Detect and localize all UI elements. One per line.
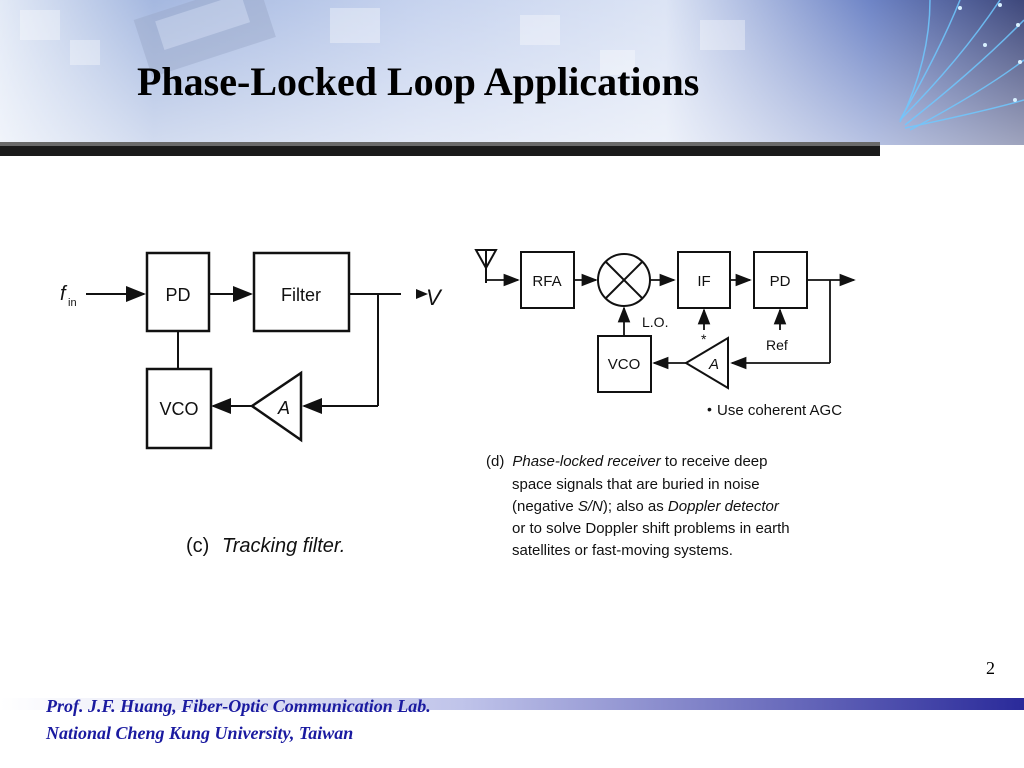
receiver-svg: RFA IF PD A VCO L.O. * Ref • Use c [466,238,868,570]
lo-label: L.O. [642,314,668,330]
tracking-filter-diagram: f in PD Filter A VCO (c) Tracking filter… [56,228,441,578]
note-text: Use coherent AGC [717,402,842,419]
caption-d-line4: or to solve Doppler shift problems in ea… [512,520,790,537]
pd-label-d: PD [770,273,791,290]
vco-label: VCO [159,399,198,419]
note-bullet: • [707,401,712,417]
caption-d-line3: (negative S/N); also as Doppler detector [512,498,780,515]
ref-label: Ref [766,337,788,353]
page-number: 2 [986,658,995,678]
amp-label-d: A [708,356,719,373]
tracking-filter-svg: f in PD Filter A VCO (c) Tracking filter… [56,228,424,573]
amp-label: A [277,398,290,418]
caption-c-text: Tracking filter. [222,535,345,557]
if-label: IF [697,273,710,290]
vco-label-d: VCO [608,356,641,373]
header-banner [0,0,1024,160]
filter-block [252,251,351,333]
pd-label: PD [165,285,190,305]
footer-author: Prof. J.F. Huang, Fiber-Optic Communicat… [46,696,431,716]
amplifier-triangle-d [684,336,729,390]
footer-institution: National Cheng Kung University, Taiwan [46,723,354,743]
caption-c-tag: (c) [186,535,209,557]
output-arrowhead [416,289,428,299]
rfa-label: RFA [532,273,561,290]
phase-locked-receiver-diagram: RFA IF PD A VCO L.O. * Ref • Use c [466,238,868,575]
input-subscript: in [68,297,77,309]
asterisk-mark: * [701,331,707,347]
slide-title: Phase-Locked Loop Applications [137,59,700,104]
filter-label: Filter [281,285,321,305]
input-label: f [60,283,68,305]
footer-bar [0,698,1024,710]
output-label: V [426,285,441,310]
caption-d-line1: (d)Phase-locked receiver to receive deep [486,453,768,470]
caption-d-line2: space signals that are buried in noise [512,476,760,493]
caption-d-line5: satellites or fast-moving systems. [512,542,733,559]
amplifier-triangle [249,370,303,443]
header-background [0,0,1024,156]
